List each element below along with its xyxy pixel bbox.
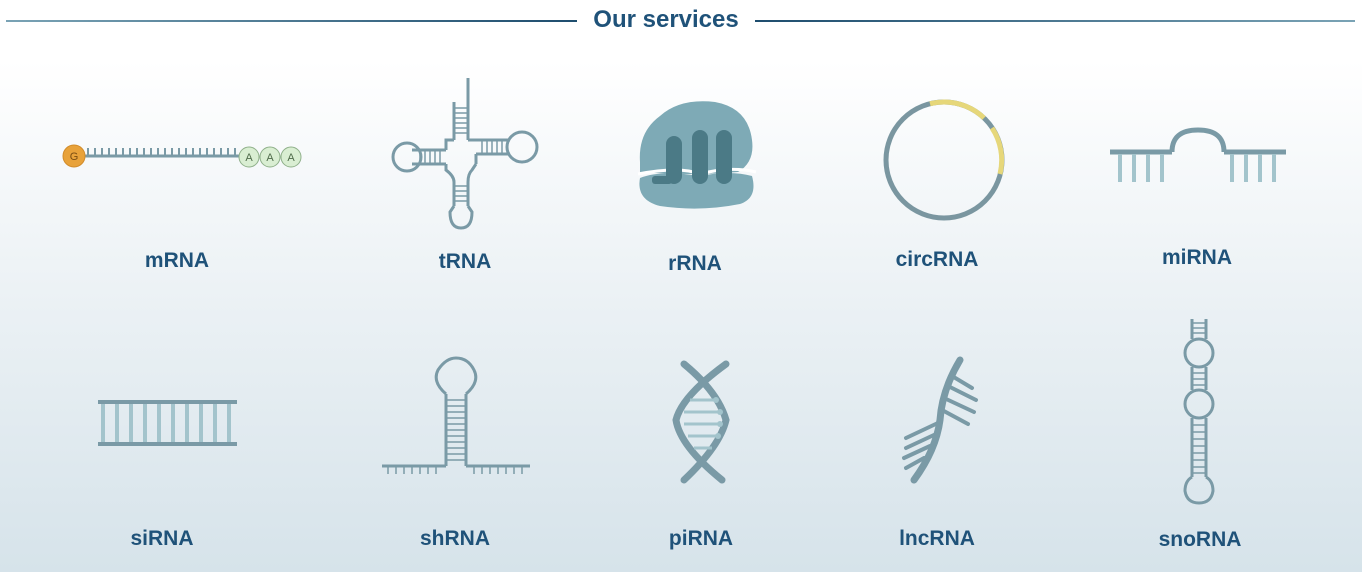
services-header: Our services (0, 0, 1362, 44)
service-label-sirna: siRNA (130, 527, 194, 550)
lncrna-icon (902, 356, 978, 484)
svg-text:A: A (245, 152, 253, 164)
header-rule-left (6, 20, 577, 22)
service-label-shrna: shRNA (419, 527, 490, 550)
service-label-mrna: mRNA (144, 249, 210, 272)
rrna-icon (637, 101, 757, 209)
svg-text:A: A (287, 152, 295, 164)
shrna-icon (382, 356, 530, 474)
service-card-snorna[interactable]: snoRNA (1085, 315, 1315, 565)
mirna-icon (1110, 127, 1286, 182)
service-card-rrna[interactable]: rRNA (580, 80, 810, 330)
service-label-snorna: snoRNA (1158, 528, 1242, 551)
service-card-circrna[interactable]: circRNA (822, 80, 1052, 330)
snorna-icon (1183, 319, 1215, 505)
service-label-circrna: circRNA (895, 248, 979, 271)
service-card-mirna[interactable]: miRNA (1082, 80, 1312, 330)
service-card-pirna[interactable]: piRNA (586, 320, 816, 570)
svg-text:A: A (266, 152, 274, 164)
svg-text:G: G (70, 151, 79, 163)
service-label-trna: tRNA (438, 250, 492, 273)
circrna-icon (883, 99, 1005, 221)
service-card-trna[interactable]: tRNA (350, 78, 580, 328)
service-card-sirna[interactable]: siRNA (47, 320, 277, 570)
service-card-lncrna[interactable]: lncRNA (822, 320, 1052, 570)
sirna-icon (98, 400, 237, 446)
mrna-cap (62, 144, 86, 168)
mrna-icon: G A A A (62, 144, 302, 168)
service-label-lncrna: lncRNA (899, 527, 975, 550)
page-title: Our services (593, 6, 739, 33)
trna-icon (391, 78, 539, 230)
service-card-mrna[interactable]: G A A A mRNA (62, 80, 302, 330)
service-label-rrna: rRNA (668, 252, 722, 275)
service-label-pirna: piRNA (668, 527, 734, 550)
pirna-icon (672, 360, 730, 484)
header-rule-right (755, 20, 1355, 22)
service-label-mirna: miRNA (1161, 246, 1232, 269)
service-card-shrna[interactable]: shRNA (340, 320, 570, 570)
